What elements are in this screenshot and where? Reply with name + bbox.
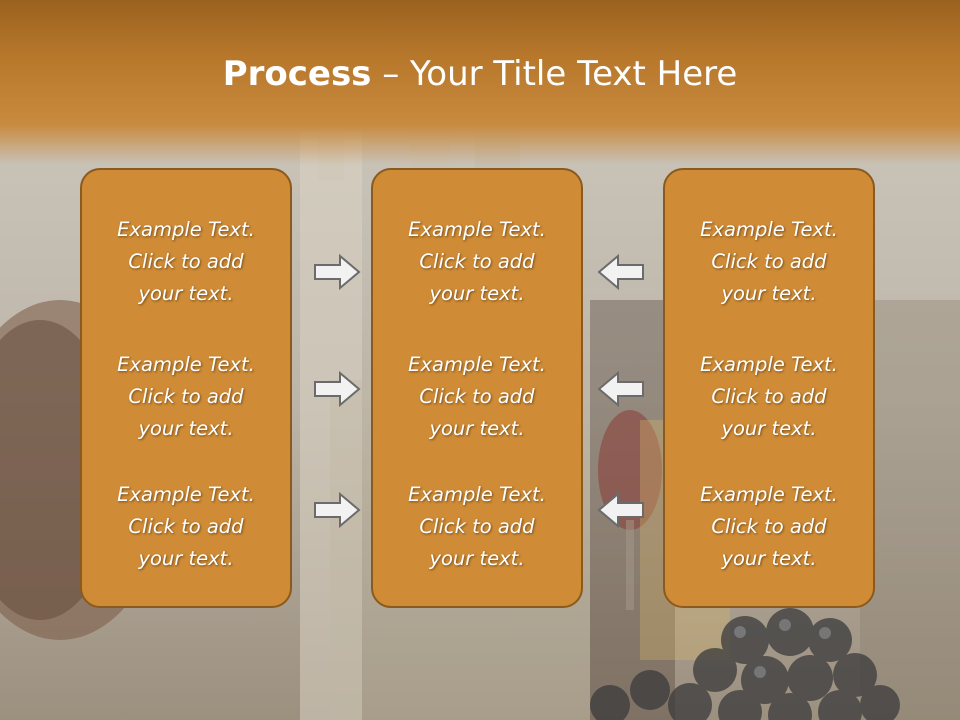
text-block[interactable]: Example Text. Click to add your text.	[82, 349, 290, 445]
text-line: Click to add	[419, 250, 535, 273]
text-line: Click to add	[711, 385, 827, 408]
text-line: Example Text.	[700, 218, 838, 241]
text-block[interactable]: Example Text. Click to add your text.	[82, 479, 290, 575]
text-line: Click to add	[128, 385, 244, 408]
text-line: your text.	[138, 417, 234, 440]
text-line: Example Text.	[700, 353, 838, 376]
text-line: Example Text.	[700, 483, 838, 506]
right-arrow-icon	[314, 253, 361, 291]
text-line: Click to add	[128, 250, 244, 273]
text-line: Click to add	[128, 515, 244, 538]
text-block[interactable]: Example Text. Click to add your text.	[665, 214, 873, 310]
right-arrow-icon	[314, 491, 361, 529]
process-box-1[interactable]: Example Text. Click to add your text. Ex…	[80, 168, 292, 608]
text-block[interactable]: Example Text. Click to add your text.	[373, 349, 581, 445]
slide-title[interactable]: Process – Your Title Text Here	[0, 54, 960, 94]
text-line: Click to add	[711, 250, 827, 273]
text-line: Click to add	[711, 515, 827, 538]
text-line: Click to add	[419, 385, 535, 408]
title-banner	[0, 0, 960, 165]
left-arrow-icon	[597, 370, 644, 408]
text-line: Example Text.	[408, 483, 546, 506]
text-line: Click to add	[419, 515, 535, 538]
text-line: your text.	[138, 547, 234, 570]
text-block[interactable]: Example Text. Click to add your text.	[82, 214, 290, 310]
title-rest: – Your Title Text Here	[371, 54, 738, 94]
text-line: Example Text.	[117, 483, 255, 506]
text-block[interactable]: Example Text. Click to add your text.	[665, 349, 873, 445]
text-line: your text.	[429, 282, 525, 305]
process-box-3[interactable]: Example Text. Click to add your text. Ex…	[663, 168, 875, 608]
left-arrow-icon	[597, 253, 644, 291]
text-block[interactable]: Example Text. Click to add your text.	[373, 214, 581, 310]
text-line: your text.	[721, 282, 817, 305]
right-arrow-icon	[314, 370, 361, 408]
left-arrow-icon	[597, 491, 644, 529]
text-block[interactable]: Example Text. Click to add your text.	[373, 479, 581, 575]
text-line: Example Text.	[408, 353, 546, 376]
text-line: your text.	[721, 547, 817, 570]
text-line: your text.	[138, 282, 234, 305]
text-line: your text.	[429, 547, 525, 570]
title-bold: Process	[222, 54, 372, 94]
text-line: your text.	[721, 417, 817, 440]
text-line: Example Text.	[117, 353, 255, 376]
text-line: Example Text.	[117, 218, 255, 241]
process-box-2[interactable]: Example Text. Click to add your text. Ex…	[371, 168, 583, 608]
text-block[interactable]: Example Text. Click to add your text.	[665, 479, 873, 575]
text-line: your text.	[429, 417, 525, 440]
text-line: Example Text.	[408, 218, 546, 241]
